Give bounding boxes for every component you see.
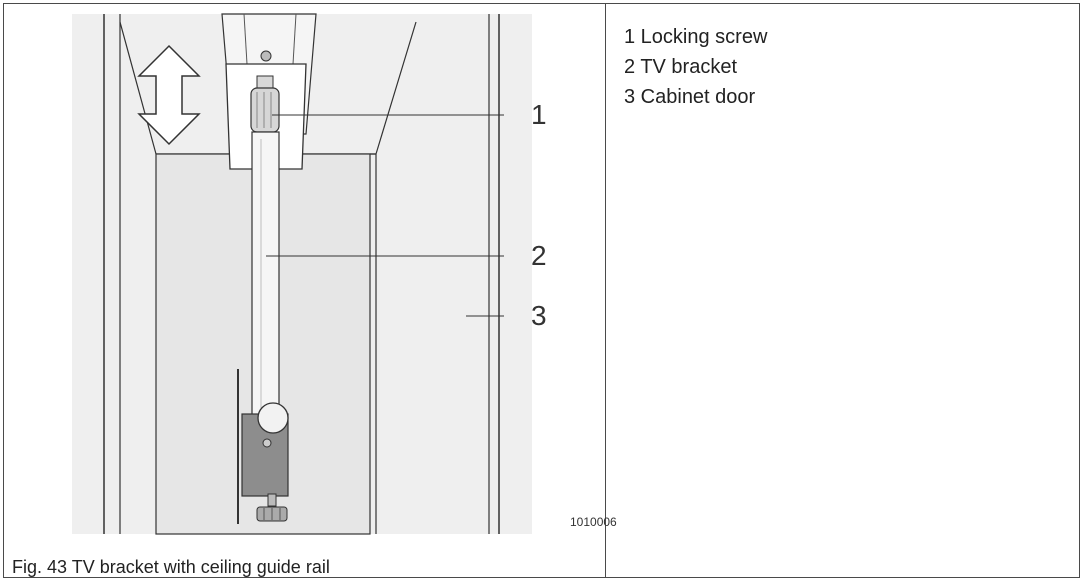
recess-line bbox=[119, 21, 157, 155]
tv-bracket-illustration bbox=[72, 13, 532, 535]
bracket-knob-shape bbox=[257, 402, 289, 434]
figure-id: 1010006 bbox=[570, 515, 617, 529]
locking-screw-shape bbox=[250, 87, 280, 133]
up-down-arrow-icon bbox=[137, 44, 201, 146]
table-column-divider bbox=[605, 3, 606, 578]
legend-item-locking-screw: 1 Locking screw bbox=[624, 26, 768, 48]
tv-bracket-pole-shape bbox=[251, 131, 280, 423]
legend-list: 1 Locking screw 2 TV bracket 3 Cabinet d… bbox=[624, 22, 767, 112]
figure-panel: 1 2 3 1010006 Fig. 43 TV bracket with ce… bbox=[4, 4, 617, 577]
callout-number-3: 3 bbox=[531, 300, 547, 331]
legend-item-tv-bracket: 2 TV bracket bbox=[624, 56, 738, 78]
figure-caption: Fig. 43 TV bracket with ceiling guide ra… bbox=[12, 557, 330, 577]
figure-table-frame bbox=[3, 3, 1080, 578]
legend-item-cabinet-door: 3 Cabinet door bbox=[624, 86, 756, 108]
callout-number-1: 1 bbox=[531, 99, 547, 130]
callout-number-2: 2 bbox=[531, 240, 547, 271]
recess-line bbox=[375, 21, 417, 155]
